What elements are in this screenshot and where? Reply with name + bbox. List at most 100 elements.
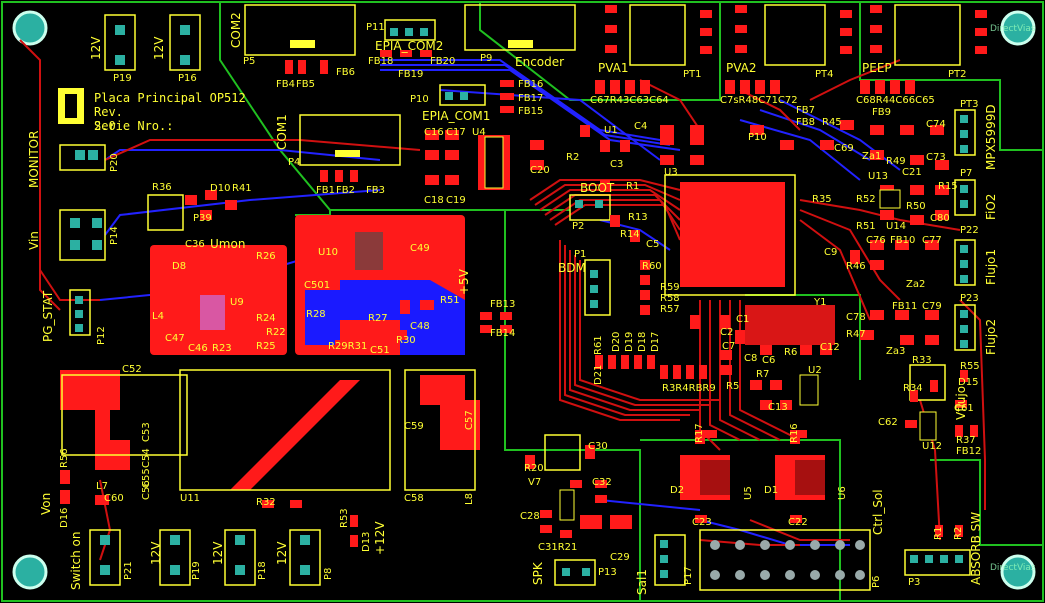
ref-r5: R5 <box>726 381 740 392</box>
ref-r24: R24 <box>256 313 276 324</box>
ref-r60: R60 <box>642 261 662 272</box>
ref-u6: U6 <box>837 486 848 500</box>
ref-p21: P21 <box>123 561 134 580</box>
ref-r20: R20 <box>524 463 544 474</box>
ref-fb20: FB20 <box>430 56 456 67</box>
ref-r53: R53 <box>339 508 350 528</box>
ref-fb10: FB10 <box>890 235 916 246</box>
ref-r56: R56 <box>59 448 70 468</box>
ref-c23: C23 <box>692 517 712 528</box>
label-plus5v: +5V <box>457 269 471 295</box>
ref-u4: U4 <box>472 127 486 138</box>
ref-c57: C57 <box>464 410 475 430</box>
ref-pt3: PT3 <box>960 99 979 110</box>
title-line-3: Serie Nro.: <box>94 119 174 133</box>
label-plus12v: +12V <box>373 521 387 555</box>
ref-c60: C60 <box>104 493 124 504</box>
ref-p10: P10 <box>410 94 429 105</box>
ref-c13: C13 <box>768 402 788 413</box>
label-12v-b: 12V <box>152 36 166 60</box>
ref-d1: D1 <box>764 485 779 496</box>
label-12v-d: 12V <box>211 541 225 565</box>
ref-l4: L4 <box>152 311 164 322</box>
smd-pads <box>60 5 987 547</box>
label-boot: BOOT <box>580 181 615 195</box>
ref-fb11: FB11 <box>892 301 918 312</box>
label-com2: COM2 <box>229 12 243 48</box>
ref-r55: R55 <box>960 361 980 372</box>
ref-c5: C5 <box>646 239 660 250</box>
ref-p1: P1 <box>574 249 587 260</box>
label-epia-com2: EPIA_COM2 <box>375 39 444 53</box>
ref-r41: R41 <box>232 183 252 194</box>
label-ctrl-sol: Ctrl_Sol <box>871 489 885 535</box>
ref-r15: R15 <box>938 181 958 192</box>
title-line-1: Placa Principal OP512 <box>94 91 246 105</box>
ref-c47: C47 <box>165 333 185 344</box>
label-pva2: PVA2 <box>726 61 757 75</box>
ref-r7: R7 <box>756 369 770 380</box>
ref-p8: P8 <box>323 567 334 580</box>
ref-p5: P5 <box>243 56 256 67</box>
ref-u11: U11 <box>180 493 201 504</box>
ref-c32: C32 <box>592 477 612 488</box>
ref-c1: C1 <box>736 314 750 325</box>
ref-d18: D18 <box>637 331 648 352</box>
ref-fb13: FB13 <box>490 299 516 310</box>
ref-c17: C17 <box>446 127 466 138</box>
label-spk: SPK <box>531 562 545 585</box>
ref-fb19: FB19 <box>398 69 424 80</box>
label-sal1: Sal1 <box>635 569 649 595</box>
ref-r59: R59 <box>660 282 680 293</box>
ref-c16: C16 <box>424 127 444 138</box>
ref-r22: R22 <box>266 327 286 338</box>
ref-c21: C21 <box>902 167 922 178</box>
label-pg-stat: PG_STAT <box>41 290 55 342</box>
label-flujo2: Flujo2 <box>984 318 998 355</box>
label-umon: Umon <box>210 237 246 251</box>
ref-p22: P22 <box>960 225 979 236</box>
label-peep: PEEP <box>862 61 892 75</box>
ref-r51: R51 <box>440 295 460 306</box>
ref-c31: C31R21 <box>538 542 578 553</box>
ref-fb14: FB14 <box>490 328 516 339</box>
ref-y1: Y1 <box>814 297 827 308</box>
ref-c18: C18 <box>424 195 444 206</box>
ref-c36: C36 <box>185 239 205 250</box>
ref-fb7: FB7 <box>796 105 815 116</box>
label-mpx: MPX5999D <box>984 104 998 170</box>
ref-c28: C28 <box>520 511 540 522</box>
ref-c54: C54 <box>141 448 152 468</box>
ref-c22: C22 <box>788 517 808 528</box>
ref-caps1: C67R43C63C64 <box>590 95 669 106</box>
ref-fb6: FB6 <box>336 67 355 78</box>
label-absorb-sw: ABSORB SW <box>969 511 983 585</box>
ref-p4: P4 <box>288 157 301 168</box>
label-pva1: PVA1 <box>598 61 629 75</box>
ref-caps2: C7sR48C71C72 <box>720 95 798 106</box>
ref-r2b: R2 <box>953 526 964 540</box>
ref-c51: C51 <box>370 345 390 356</box>
label-flujo1: Flujo1 <box>984 248 998 285</box>
ref-r1b: R1 <box>933 526 944 540</box>
ref-fb4: FB4 <box>276 79 295 90</box>
ref-r28: R28 <box>306 309 326 320</box>
ref-p10b: P10 <box>748 132 767 143</box>
ref-c29: C29 <box>610 552 630 563</box>
ref-u5: U5 <box>743 486 754 500</box>
ref-c4: C4 <box>634 121 648 132</box>
ref-c62: C62 <box>878 417 898 428</box>
ref-u3: U3 <box>664 167 678 178</box>
watermark-top: DirectVias <box>990 24 1036 34</box>
ref-c20: C20 <box>530 165 550 176</box>
terminal-block-p6 <box>699 529 871 591</box>
ref-p20: P20 <box>109 153 120 172</box>
ref-d13: D13 <box>361 531 372 552</box>
ref-r23: R23 <box>212 343 232 354</box>
ref-d15: D15 <box>958 377 979 388</box>
label-von: Von <box>39 492 53 515</box>
ref-p9: P9 <box>480 53 493 64</box>
connector-pads <box>70 25 968 578</box>
